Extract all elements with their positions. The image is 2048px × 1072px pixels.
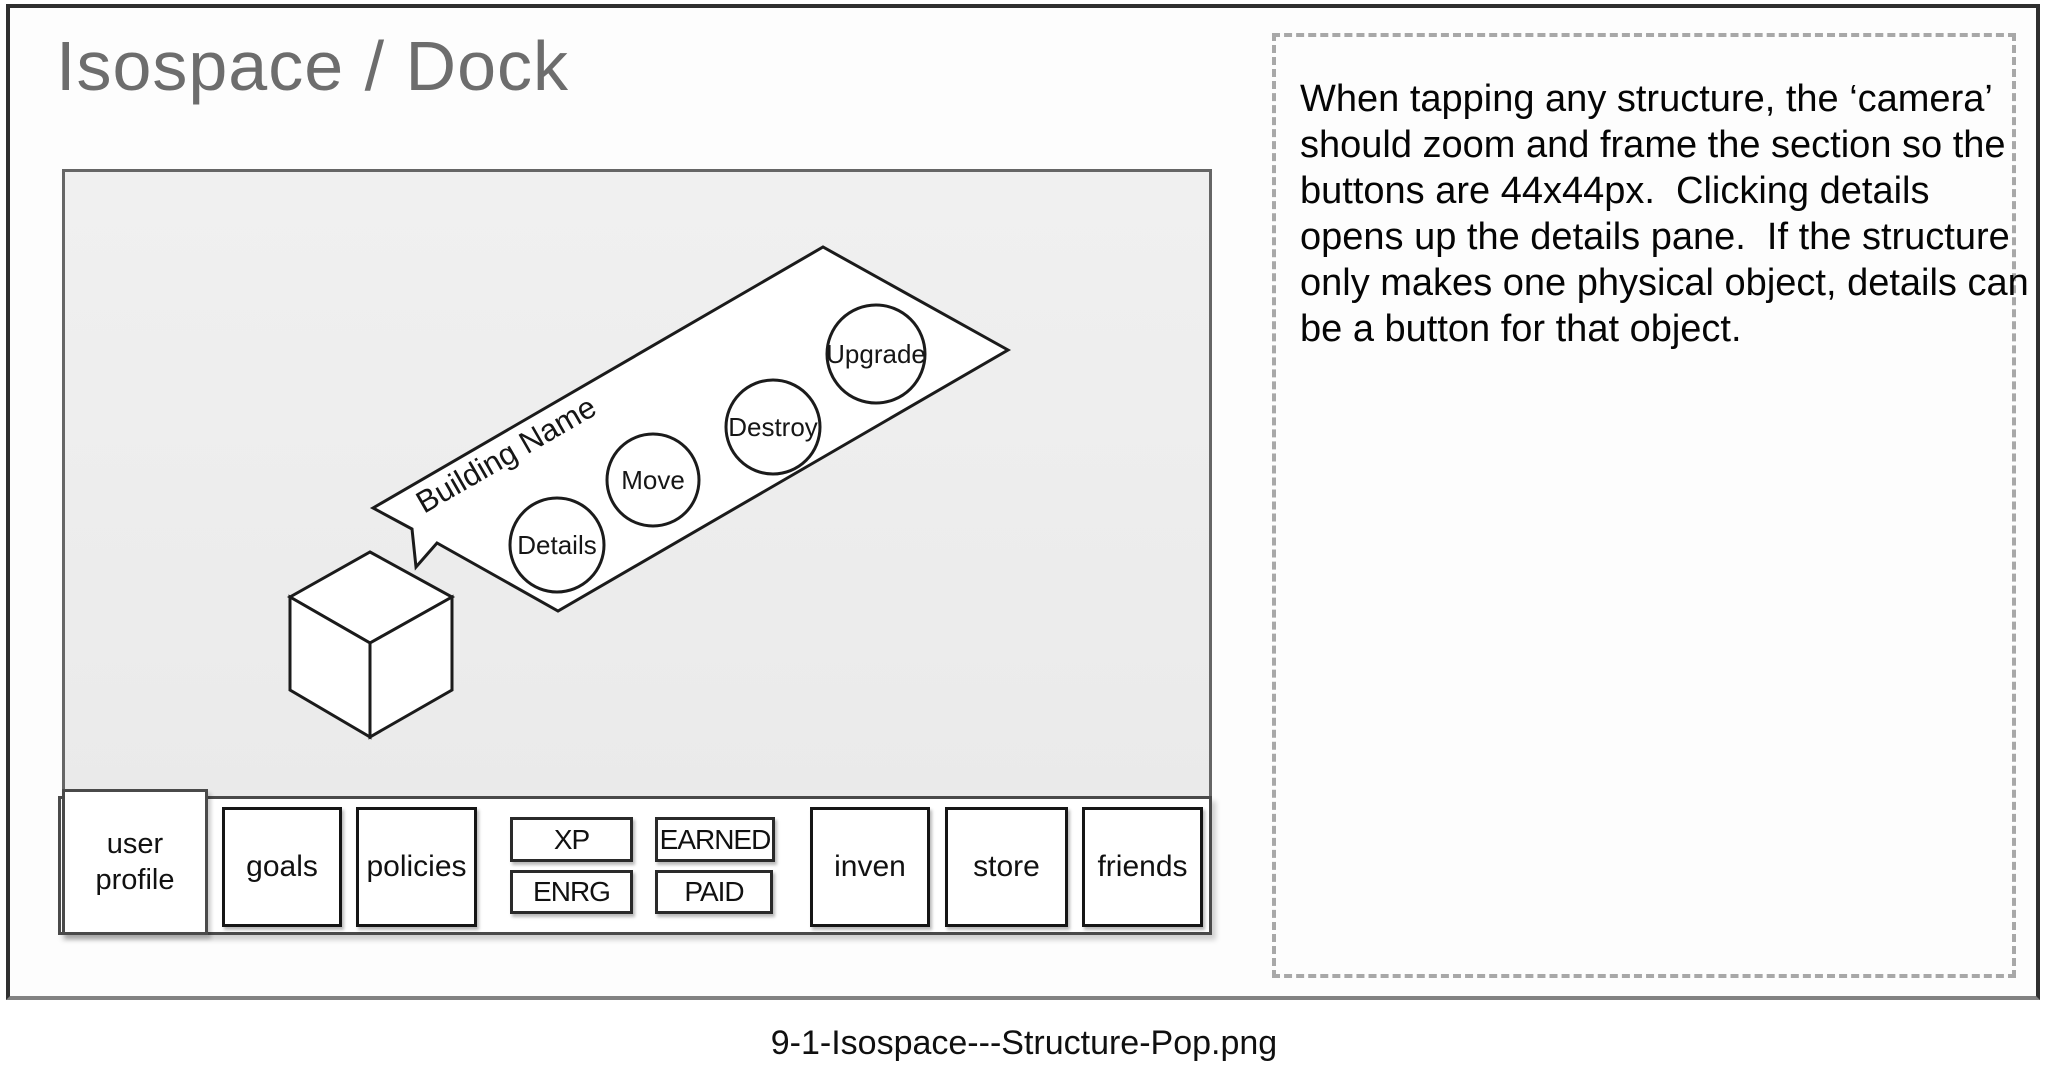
store-label: store [973, 850, 1040, 883]
annotation-line: only makes one physical object, details … [1300, 262, 2029, 304]
popup-bubble [369, 245, 1012, 613]
friends-button[interactable]: friends [1082, 807, 1203, 927]
annotation-line: When tapping any structure, the ‘camera’ [1300, 78, 1993, 120]
structure-cube[interactable] [286, 550, 456, 740]
goals-button[interactable]: goals [222, 807, 342, 927]
upgrade-button[interactable]: Upgrade [825, 303, 927, 405]
annotation-line: should zoom and frame the section so the [1300, 124, 2006, 166]
xp-meter[interactable]: XP [510, 817, 633, 862]
energy-meter[interactable]: ENRG [510, 870, 633, 914]
annotation-line: buttons are 44x44px. Clicking details [1300, 170, 1930, 212]
move-button[interactable]: Move [605, 432, 701, 528]
inventory-button[interactable]: inven [810, 807, 930, 927]
earned-currency-meter[interactable]: EARNED [655, 817, 775, 862]
policies-label: policies [366, 850, 467, 883]
earned-label: EARNED [659, 823, 772, 855]
enrg-label: ENRG [533, 876, 611, 907]
upgrade-button-label: Upgrade [826, 339, 926, 369]
paid-currency-meter[interactable]: PAID [655, 870, 773, 914]
annotation-line: opens up the details pane. If the struct… [1300, 216, 2010, 258]
goals-label: goals [246, 850, 318, 883]
file-name-caption: 9-1-Isospace---Structure-Pop.png [770, 1024, 1278, 1062]
xp-label: XP [553, 823, 590, 855]
annotation-line: be a button for that object. [1300, 308, 1742, 350]
user-profile-label: user profile [95, 827, 175, 896]
details-button-label: Details [517, 530, 596, 560]
paid-label: PAID [684, 876, 744, 907]
friends-label: friends [1097, 850, 1188, 883]
policies-button[interactable]: policies [356, 807, 477, 927]
details-button[interactable]: Details [508, 496, 606, 594]
structure-popup: Building Name Details Move Destroy Upgra… [369, 245, 1012, 613]
annotation-text: When tapping any structure, the ‘camera’… [1300, 76, 2029, 352]
move-button-label: Move [621, 465, 685, 495]
store-button[interactable]: store [945, 807, 1068, 927]
page-title: Isospace / Dock [56, 27, 569, 105]
inven-label: inven [834, 850, 906, 883]
user-profile-button[interactable]: user profile [62, 789, 208, 935]
destroy-button-label: Destroy [728, 412, 818, 442]
annotation-box [1272, 33, 2016, 978]
destroy-button[interactable]: Destroy [724, 378, 822, 476]
